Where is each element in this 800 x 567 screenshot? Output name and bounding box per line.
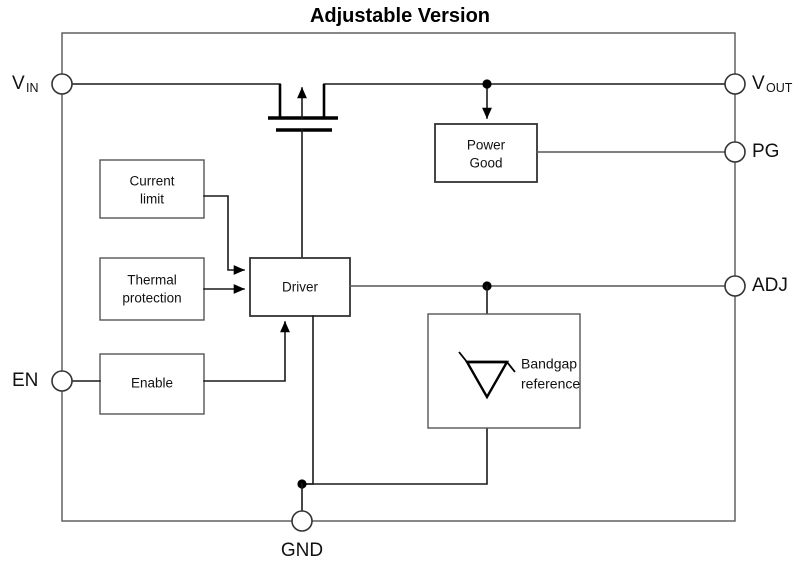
pin-label-adj: ADJ [752,275,788,296]
block-power-good-label-line1: Power [467,138,506,153]
pin-label-vin-subscript: IN [26,81,39,95]
pin-label-vin-main: V [12,73,25,94]
block-current-limit: Current limit [99,159,205,219]
pin-adj[interactable] [724,275,746,297]
pin-label-en: EN [12,370,38,391]
block-thermal-protection-label-line1: Thermal [127,273,177,288]
pin-label-vout-main: V [752,73,765,94]
wire-driver-to-gnd [301,315,314,485]
block-enable-label: Enable [131,376,173,391]
block-power-good: Power Good [434,123,538,183]
pin-label-vout-subscript: OUT [766,81,793,95]
pin-label-vout: V OUT [752,73,793,95]
pin-label-gnd: GND [281,540,323,561]
pass-transistor-symbol [268,84,338,132]
bandgap-label-line2: reference [521,376,580,392]
block-thermal-protection-label-line2: protection [122,291,181,306]
block-driver-label: Driver [282,280,319,295]
block-driver: Driver [249,257,351,317]
pin-label-pg: PG [752,141,779,162]
wire-enable-to-driver [203,321,290,382]
block-bandgap-reference: Bandgap reference [427,313,581,429]
pin-label-vin: V IN [12,73,39,95]
pin-vout[interactable] [724,73,746,95]
zener-diode-icon [458,351,516,400]
block-current-limit-label-line1: Current [129,174,174,189]
pin-vin[interactable] [51,73,73,95]
bandgap-label-line1: Bandgap [521,356,577,372]
page-title: Adjustable Version [310,5,490,27]
block-enable: Enable [99,353,205,415]
pin-pg[interactable] [724,141,746,163]
wire-currentlimit-to-driver [203,195,245,275]
pin-gnd[interactable] [291,510,313,532]
block-power-good-label-line2: Good [469,156,502,171]
block-current-limit-label-line2: limit [140,192,164,207]
pin-en[interactable] [51,370,73,392]
junction-dot-vout-tap [482,79,492,89]
block-thermal-protection: Thermal protection [99,257,205,321]
